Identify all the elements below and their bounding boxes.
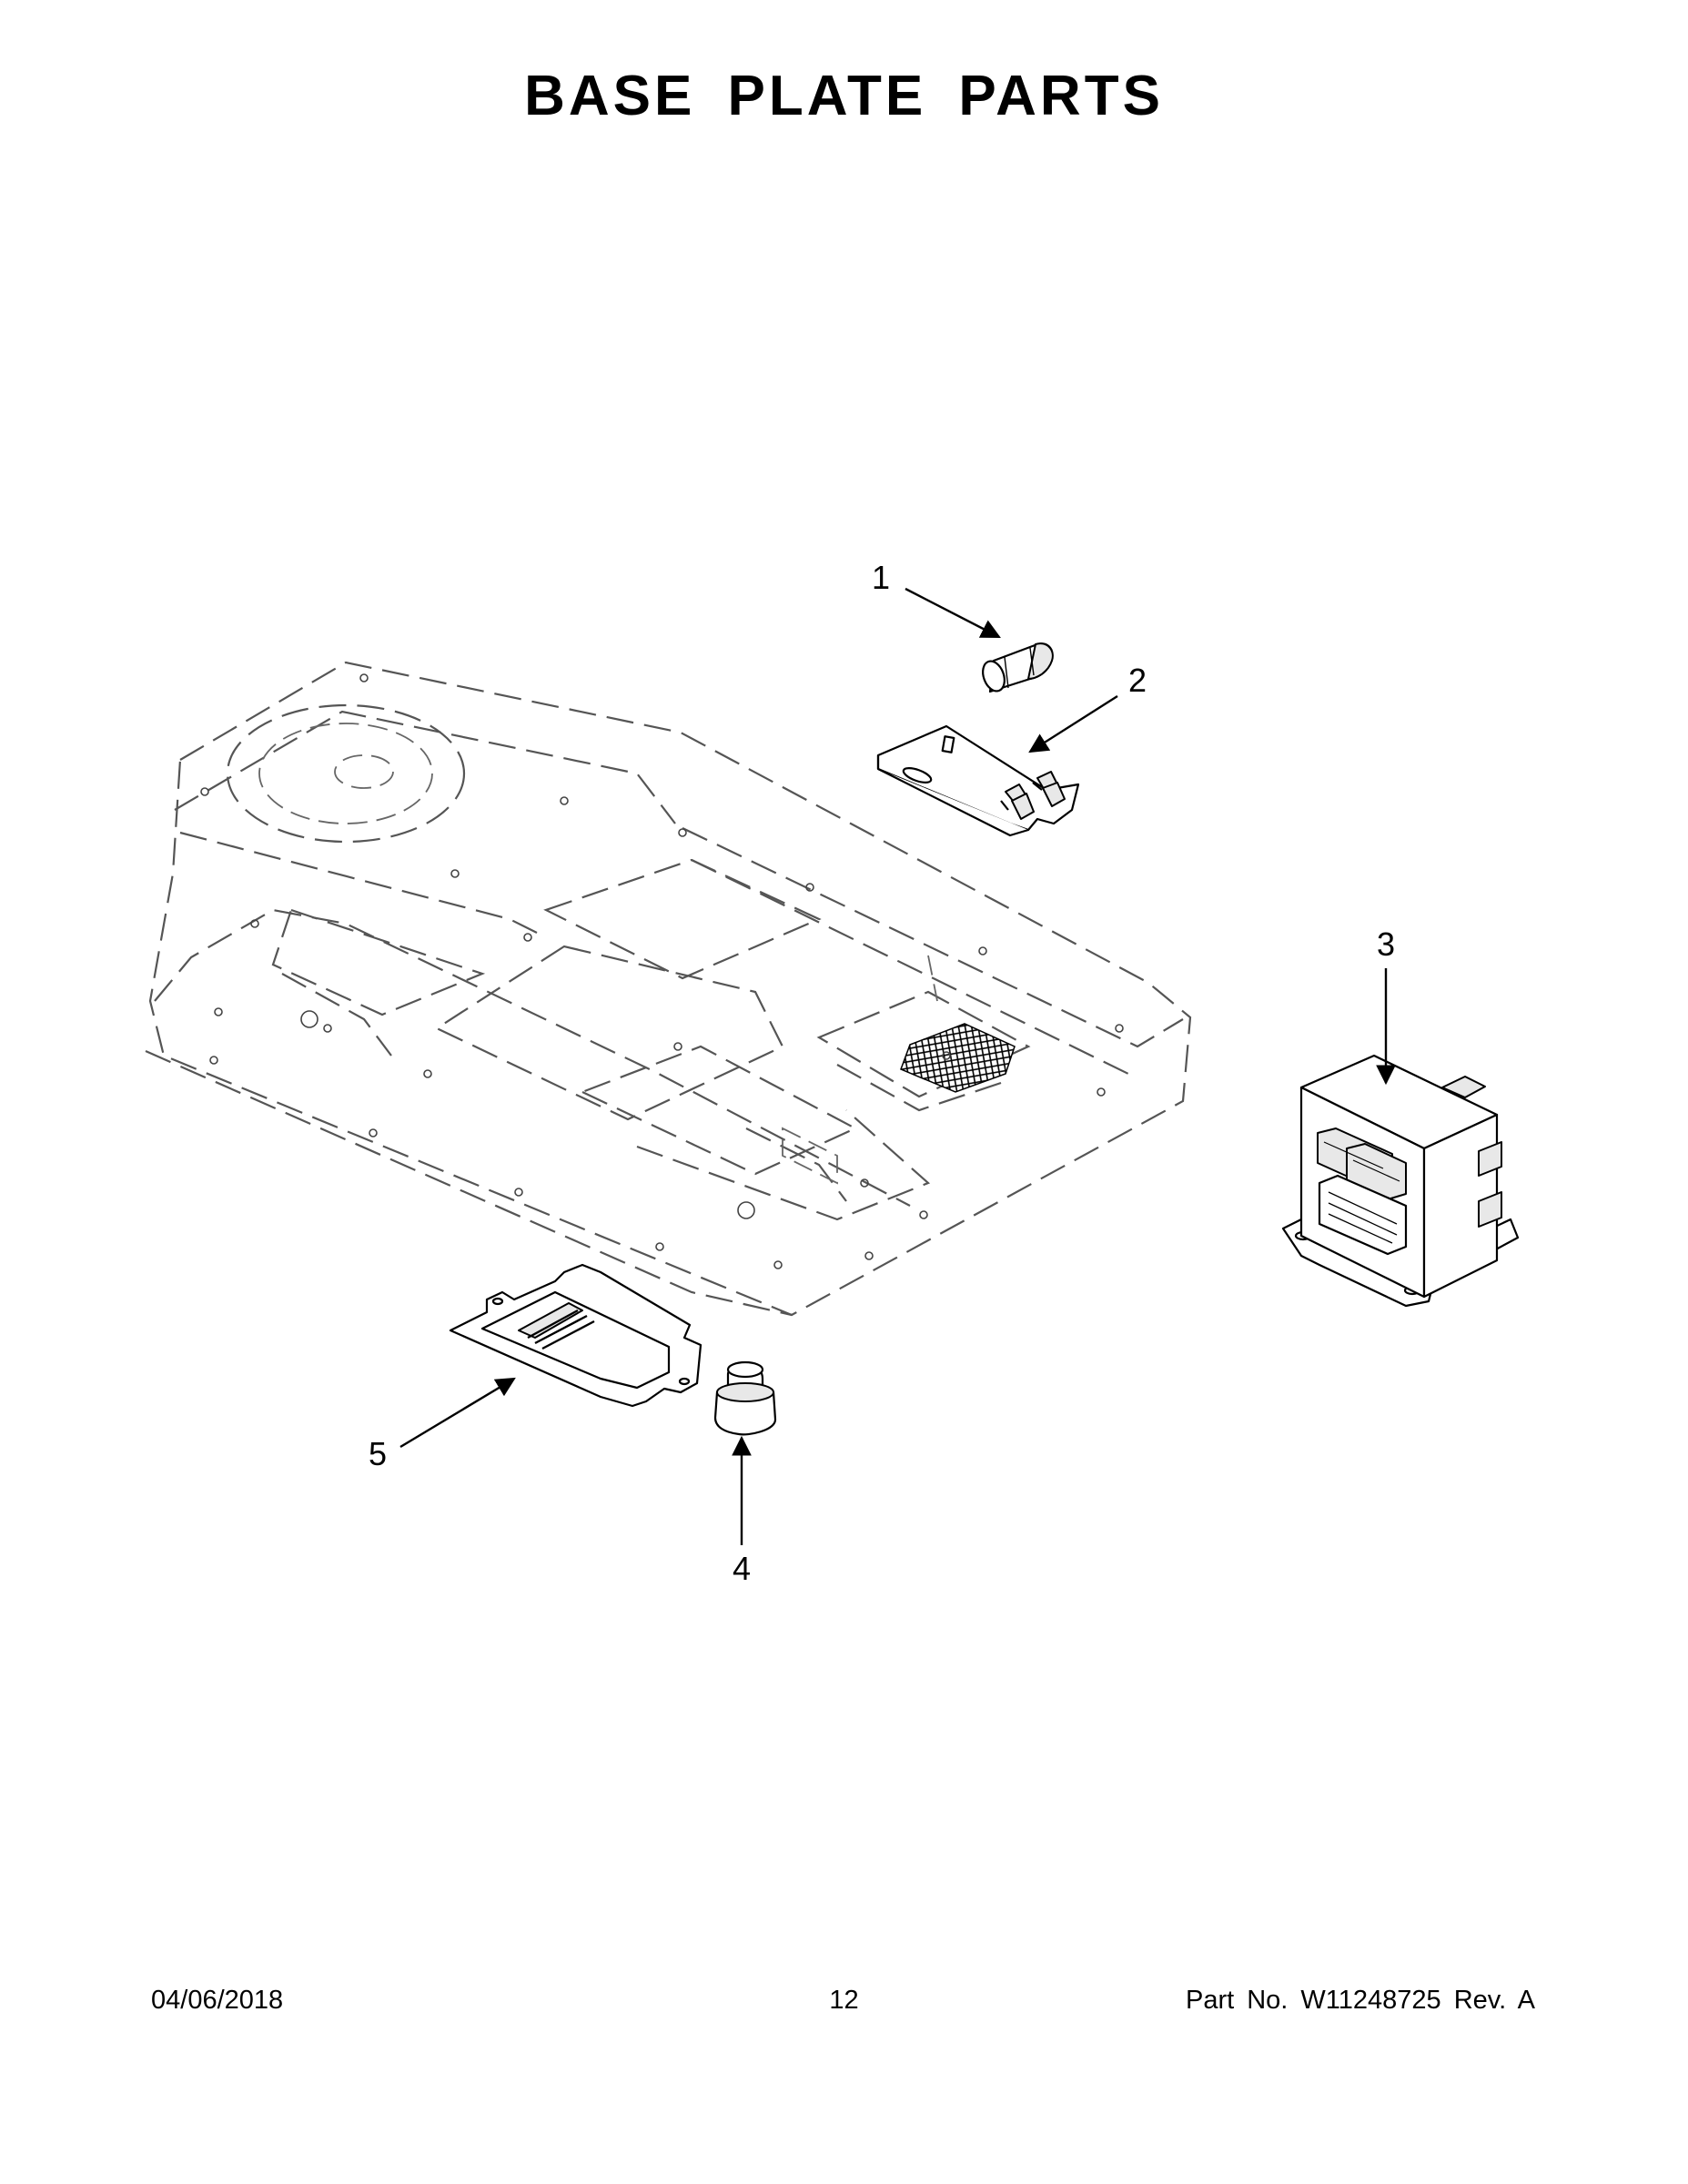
fuse-part[interactable] <box>979 642 1054 694</box>
leader-line-5 <box>399 1377 516 1449</box>
callout-3: 3 <box>1377 925 1395 963</box>
callout-2: 2 <box>1128 662 1147 699</box>
callout-5: 5 <box>369 1435 387 1472</box>
rubber-foot-part[interactable] <box>713 1360 777 1436</box>
leader-lines <box>399 587 1396 1545</box>
fuse-holder-bracket-part[interactable] <box>876 724 1080 837</box>
footer-page-number: 12 <box>829 1986 859 2015</box>
footer-date: 04/06/2018 <box>151 1986 284 2015</box>
cover-plate-part[interactable] <box>449 1263 702 1408</box>
leader-line-1 <box>905 587 1001 639</box>
base-plate-ghost <box>145 661 1192 1317</box>
footer-part-number: Part No. W11248725 Rev. A <box>1185 1986 1535 2015</box>
transformer-part[interactable] <box>1281 1054 1520 1308</box>
leader-line-2 <box>1028 694 1118 753</box>
callout-1: 1 <box>872 559 890 596</box>
callout-4: 4 <box>733 1550 751 1587</box>
page-title: BASE PLATE PARTS <box>524 65 1164 127</box>
